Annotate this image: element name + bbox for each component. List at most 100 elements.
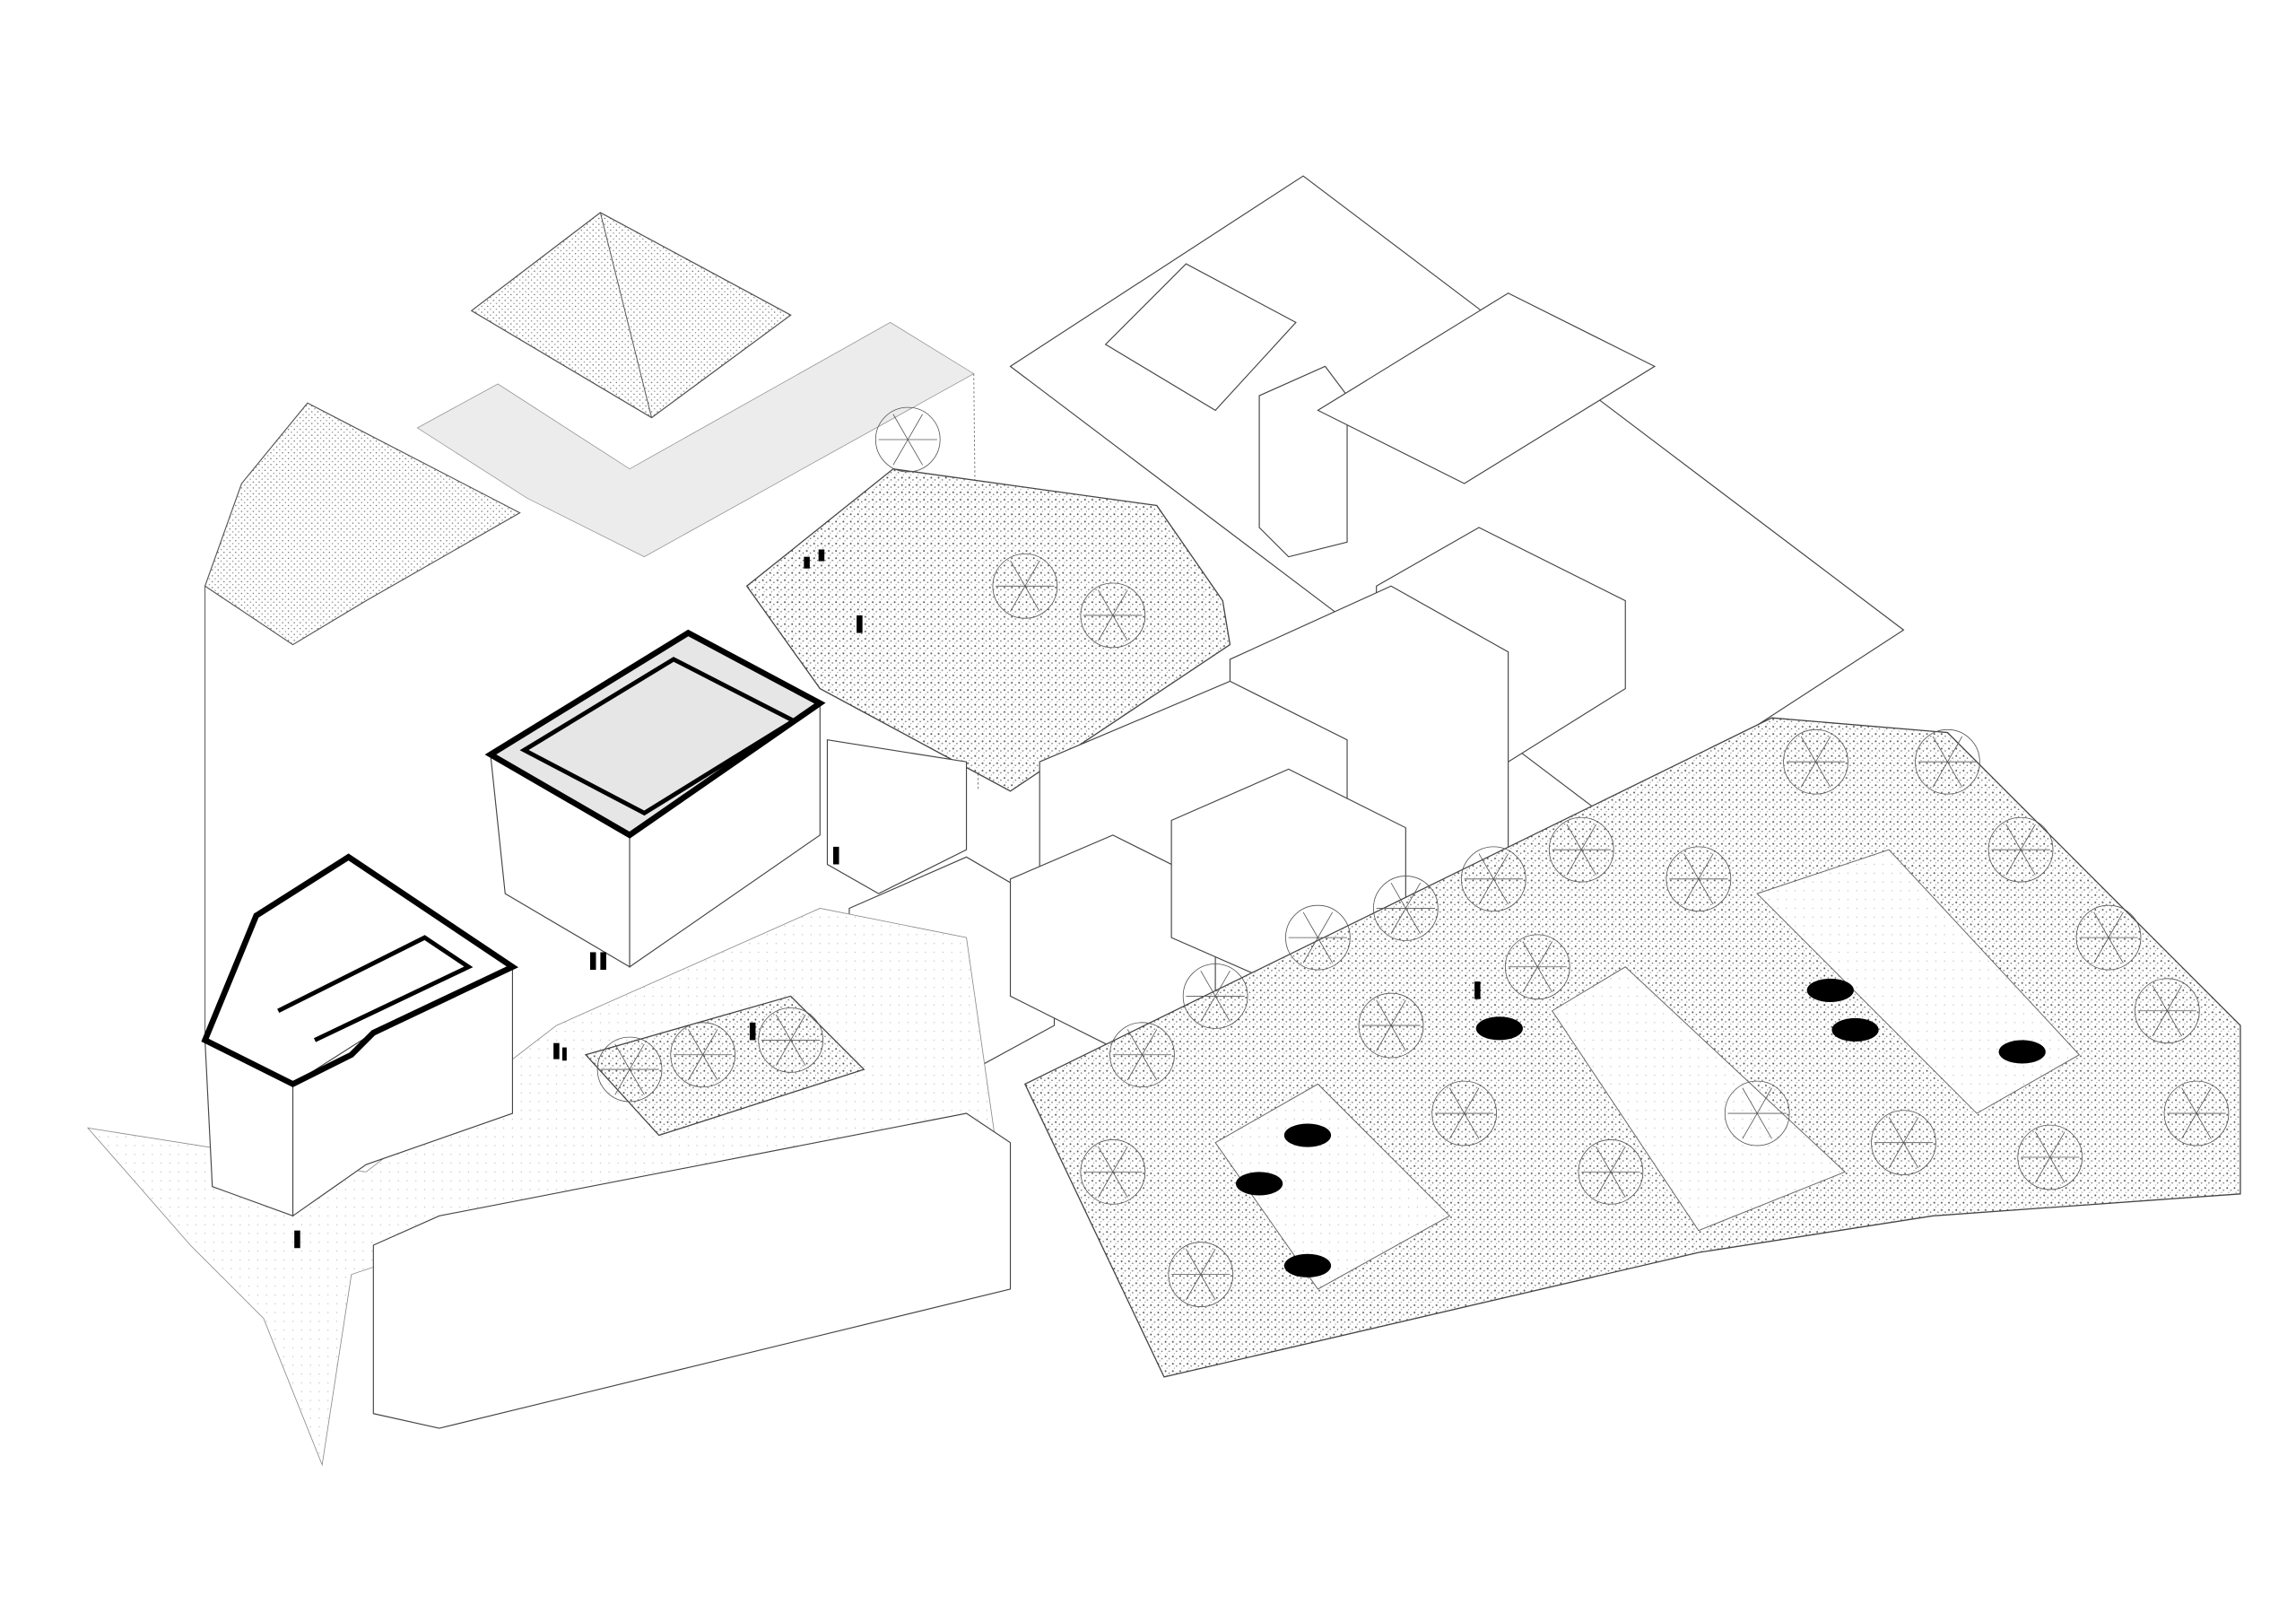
tree-branch (629, 1068, 645, 1095)
car (1831, 1017, 1879, 1042)
tree (1285, 904, 1351, 971)
tree-branch (1478, 853, 1494, 880)
tree-branch (1200, 996, 1216, 1022)
tree-branch (1448, 1087, 1465, 1114)
cars (1235, 978, 2046, 1277)
tree (1724, 1080, 1790, 1147)
tree-branch (1566, 849, 1582, 876)
tree-branch (2152, 985, 2168, 1011)
tree-branch (1683, 853, 1700, 880)
tree (1182, 963, 1248, 1029)
tree (1504, 934, 1570, 1000)
tree-branch (1318, 937, 1334, 963)
tree-branch (1932, 736, 1948, 763)
tree-branch (1522, 941, 1538, 967)
courtyard-garden (745, 467, 1231, 792)
tree-branch (1683, 878, 1700, 905)
tree-branch (2035, 1156, 2051, 1183)
highlighted-building-1 (201, 853, 519, 1217)
tree-branch (2196, 1112, 2212, 1139)
tree (1871, 1110, 1936, 1176)
tree-branch (775, 1014, 791, 1041)
tree-branch (2166, 985, 2183, 1011)
tree-branch (1200, 1274, 1216, 1301)
tree-branch (1522, 966, 1538, 993)
tree (1168, 1242, 1234, 1307)
tree-branch (2166, 1010, 2183, 1037)
tree-branch (702, 1029, 718, 1055)
tree (1373, 876, 1439, 941)
tree-branch (1126, 1029, 1143, 1055)
tree-branch (1142, 1054, 1158, 1081)
tree-branch (1932, 761, 1948, 788)
tree-branch (790, 1040, 806, 1066)
tree-branch (1376, 1024, 1392, 1051)
tree (1578, 1139, 1644, 1205)
tree-branch (1098, 1172, 1114, 1198)
parking-lot-right (1756, 849, 2081, 1114)
tree-branch (1112, 1172, 1128, 1198)
tree-branch (1186, 1249, 1202, 1275)
tree (1665, 846, 1732, 912)
tree-branch (1596, 1146, 1612, 1173)
tree-branch (1098, 1146, 1114, 1173)
tree-branch (1742, 1087, 1758, 1114)
tree (2135, 978, 2200, 1044)
car (1235, 1172, 1283, 1196)
park-with-parking (1023, 717, 2241, 1378)
tree-branch (1405, 882, 1422, 909)
tree (1548, 816, 1614, 883)
tree (1460, 846, 1526, 912)
tree-branch (1815, 736, 1831, 763)
lower-building (372, 1112, 1012, 1429)
tree-branch (687, 1029, 704, 1055)
tree-branch (1024, 586, 1040, 612)
tree (1431, 1080, 1497, 1147)
tree-branch (2196, 1087, 2212, 1114)
tree-branch (1010, 560, 1026, 587)
tree-branch (907, 439, 923, 466)
person (294, 1230, 300, 1249)
tree-branch (892, 439, 909, 466)
tree (1783, 728, 1848, 795)
tree-branch (1112, 589, 1128, 616)
tree-branch (2020, 849, 2036, 876)
tree-branch (1580, 849, 1596, 876)
tree (1109, 1022, 1175, 1088)
tree-branch (1302, 937, 1318, 963)
tree-branch (1318, 911, 1334, 938)
tree-branch (1698, 853, 1714, 880)
tree-branch (1610, 1146, 1626, 1173)
tree-branch (1756, 1112, 1772, 1139)
person (832, 846, 839, 865)
tree (992, 553, 1058, 619)
tree-branch (1903, 1117, 1919, 1143)
tree-branch (775, 1040, 791, 1066)
tree-branch (1390, 908, 1406, 934)
tree (2163, 1080, 2230, 1147)
tree-branch (1947, 761, 1963, 788)
tree-branch (1448, 1112, 1465, 1139)
person (600, 952, 606, 971)
tree (1358, 992, 1424, 1059)
parking-lot-left (1214, 1083, 1451, 1290)
trees (596, 406, 2230, 1307)
tree-branch (1903, 1142, 1919, 1169)
tree (2017, 1124, 2083, 1190)
tree (1987, 816, 2054, 883)
tree-branch (1464, 1112, 1480, 1139)
tree-branch (1815, 761, 1831, 788)
people (294, 549, 1481, 1249)
tree-branch (1756, 1087, 1772, 1114)
hip-roof-left (204, 402, 521, 646)
tree-branch (1186, 1274, 1202, 1301)
tree-branch (1200, 1249, 1216, 1275)
person (857, 615, 863, 633)
tree-branch (1214, 996, 1231, 1022)
tree-branch (1126, 1054, 1143, 1081)
tree-branch (614, 1043, 631, 1070)
tree-branch (614, 1068, 631, 1095)
tree-branch (2093, 911, 2109, 938)
tree (874, 406, 941, 473)
